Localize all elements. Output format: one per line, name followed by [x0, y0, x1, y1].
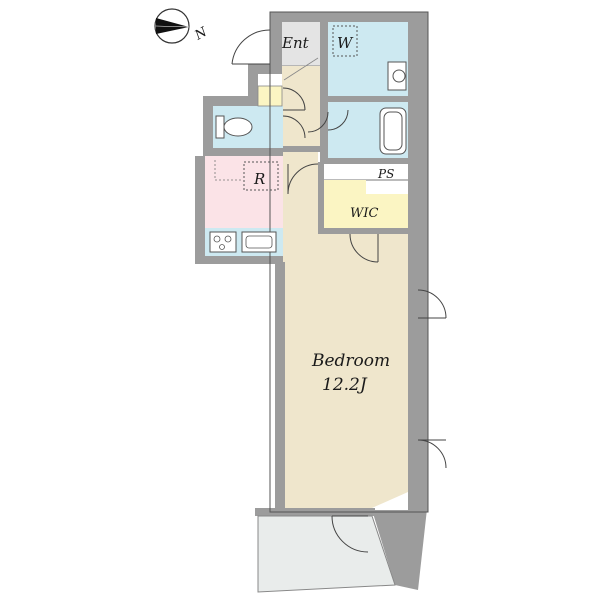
pipe-space-label: PS	[377, 167, 394, 181]
sink-icon	[387, 61, 407, 91]
kitchen-sink-icon	[241, 231, 277, 253]
bedroom	[285, 234, 408, 508]
entrance-label: Ent	[281, 34, 310, 52]
bathtub-icon	[379, 107, 407, 155]
balcony	[257, 515, 396, 593]
washer-label: W	[337, 34, 354, 52]
bedroom-label: Bedroom	[311, 351, 390, 371]
hallway	[282, 66, 320, 146]
north-arrow-icon: N	[154, 8, 211, 44]
walk-in-closet-label: WIC	[350, 206, 378, 221]
walls	[195, 12, 428, 590]
pipe-space	[324, 164, 408, 180]
doors	[231, 29, 447, 553]
kitchen	[205, 156, 285, 228]
stove-icon	[209, 231, 237, 253]
bedroom-size-label: 12.2J	[322, 375, 368, 395]
toilet-icon	[215, 115, 253, 139]
walk-in-closet	[324, 180, 408, 228]
entrance-area	[282, 22, 320, 66]
refrigerator-space	[243, 161, 279, 191]
refrigerator-label: R	[253, 170, 265, 188]
washer-pan	[332, 25, 358, 57]
compass-label: N	[192, 24, 211, 43]
